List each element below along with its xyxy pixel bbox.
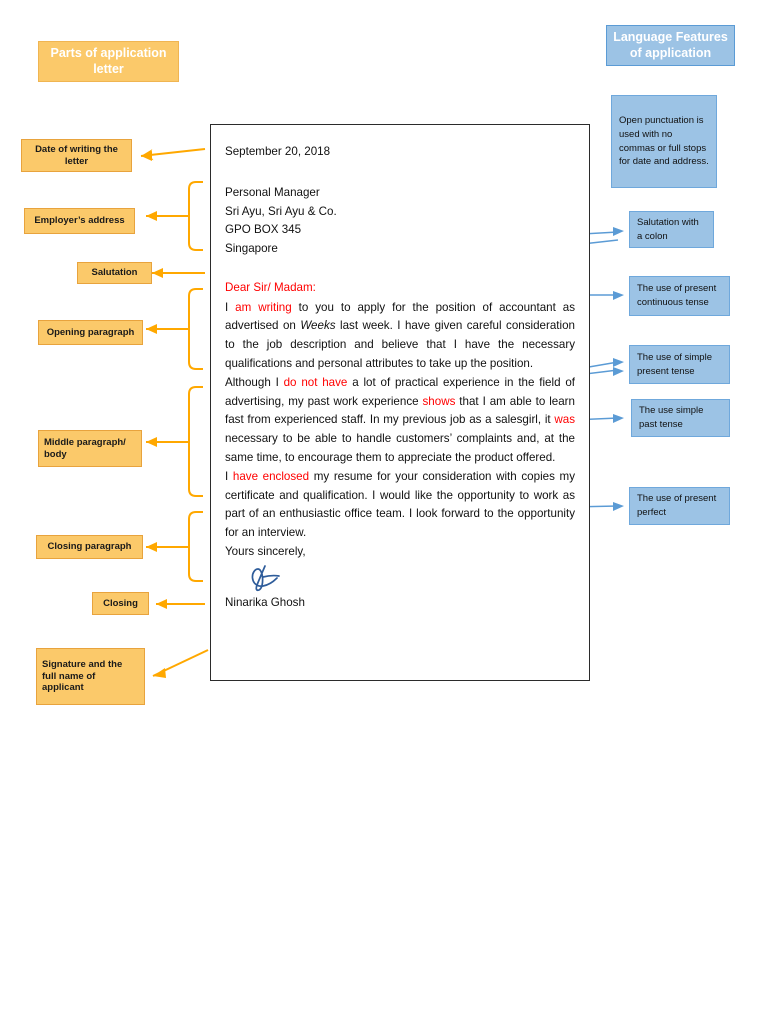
highlight-am-writing: am writing <box>235 300 292 314</box>
address-line-4: Singapore <box>225 242 278 256</box>
label-opening-paragraph: Opening paragraph <box>38 320 143 345</box>
header-left-label: Parts of application letter <box>50 46 167 76</box>
label-closing-paragraph: Closing paragraph <box>36 535 143 559</box>
address-line-1: Personal Manager <box>225 185 320 199</box>
label-salutation: Salutation <box>77 262 152 284</box>
note-salutation-colon-text: Salutation with a colon <box>637 216 699 242</box>
letter-closing-line: Yours sincerely, <box>225 544 306 558</box>
middle-part1: Although I <box>225 375 284 389</box>
note-open-punctuation-text: Open punctuation is used with no commas … <box>619 114 709 168</box>
note-simple-present: The use of simple present tense <box>629 345 730 384</box>
note-present-perfect: The use of present perfect <box>629 487 730 525</box>
blue-arrowheads <box>613 227 624 511</box>
address-line-2: Sri Ayu, Sri Ayu & Co. <box>225 204 337 218</box>
connector-opening <box>146 288 203 370</box>
label-date-of-writing-text: Date of writing the letter <box>35 143 118 167</box>
label-closing-text: Closing <box>103 597 138 609</box>
label-closing-paragraph-text: Closing paragraph <box>47 541 132 553</box>
label-employers-address-text: Employer’s address <box>34 215 125 227</box>
note-present-perfect-text: The use of present perfect <box>637 493 717 518</box>
letter-closing-paragraph: I have enclosed my resume for your consi… <box>225 468 575 543</box>
note-simple-present-text: The use of simple present tense <box>637 351 712 377</box>
connector-signature <box>152 649 209 677</box>
label-signature-and-name-text: Signature and the full name of applicant <box>42 659 123 694</box>
letter-opening-paragraph: I am writing to you to apply for the pos… <box>225 299 575 374</box>
publication-name: Weeks <box>300 319 336 333</box>
letter-recipient-address: Personal Manager Sri Ayu, Sri Ayu & Co. … <box>225 184 575 259</box>
middle-part4: necessary to be able to handle customers… <box>225 432 575 464</box>
letter-middle-paragraph: Although I do not have a lot of practica… <box>225 374 575 468</box>
highlight-shows: shows <box>422 394 456 408</box>
header-right-label: Language Features of application <box>613 30 728 60</box>
label-date-of-writing: Date of writing the letter <box>21 139 132 172</box>
label-salutation-text: Salutation <box>91 267 138 279</box>
opening-part1: to you to apply for the position of acco… <box>225 300 575 333</box>
label-opening-paragraph-text: Opening paragraph <box>46 326 135 338</box>
header-language-features: Language Features of application <box>606 25 735 66</box>
label-middle-paragraph-text: Middle paragraph/ body <box>44 436 126 460</box>
letter-salutation: Dear Sir/ Madam: <box>225 280 316 294</box>
connector-middle <box>146 386 203 497</box>
note-open-punctuation: Open punctuation is used with no commas … <box>611 95 717 188</box>
connector-date <box>140 148 206 161</box>
closing-lead: I <box>225 469 233 483</box>
highlight-was: was <box>554 413 575 427</box>
application-letter-document: September 20, 2018 Personal Manager Sri … <box>210 124 590 681</box>
letter-date: September 20, 2018 <box>225 145 331 158</box>
signature-icon <box>243 564 575 594</box>
label-middle-paragraph: Middle paragraph/ body <box>38 430 142 467</box>
letter-signature-name: Ninarika Ghosh <box>225 595 305 609</box>
note-simple-past-text: The use simple past tense <box>639 405 704 430</box>
note-simple-past: The use simple past tense <box>631 399 730 437</box>
note-present-continuous-text: The use of present continuous tense <box>637 283 717 308</box>
middle-part2: a lot of practical experience in the fie… <box>225 375 575 408</box>
opening-lead: I <box>225 300 236 314</box>
highlight-do-not-have: do not have <box>283 375 348 389</box>
label-signature-and-name: Signature and the full name of applicant <box>36 648 145 705</box>
connector-closing-para <box>146 511 203 582</box>
label-closing: Closing <box>92 592 149 615</box>
opening-part2: last week. I have given careful consider… <box>225 319 575 371</box>
address-line-3: GPO BOX 345 <box>225 223 302 237</box>
label-employers-address: Employer’s address <box>24 208 135 234</box>
highlight-have-enclosed: have enclosed <box>232 469 310 483</box>
connector-address <box>146 181 203 251</box>
closing-rest: my resume for your consideration with co… <box>225 469 575 540</box>
middle-part3: that I am able to learn fast from experi… <box>225 394 575 427</box>
note-present-continuous: The use of present continuous tense <box>629 276 730 316</box>
note-salutation-colon: Salutation with a colon <box>629 211 714 248</box>
header-parts-of-application-letter: Parts of application letter <box>38 41 179 82</box>
